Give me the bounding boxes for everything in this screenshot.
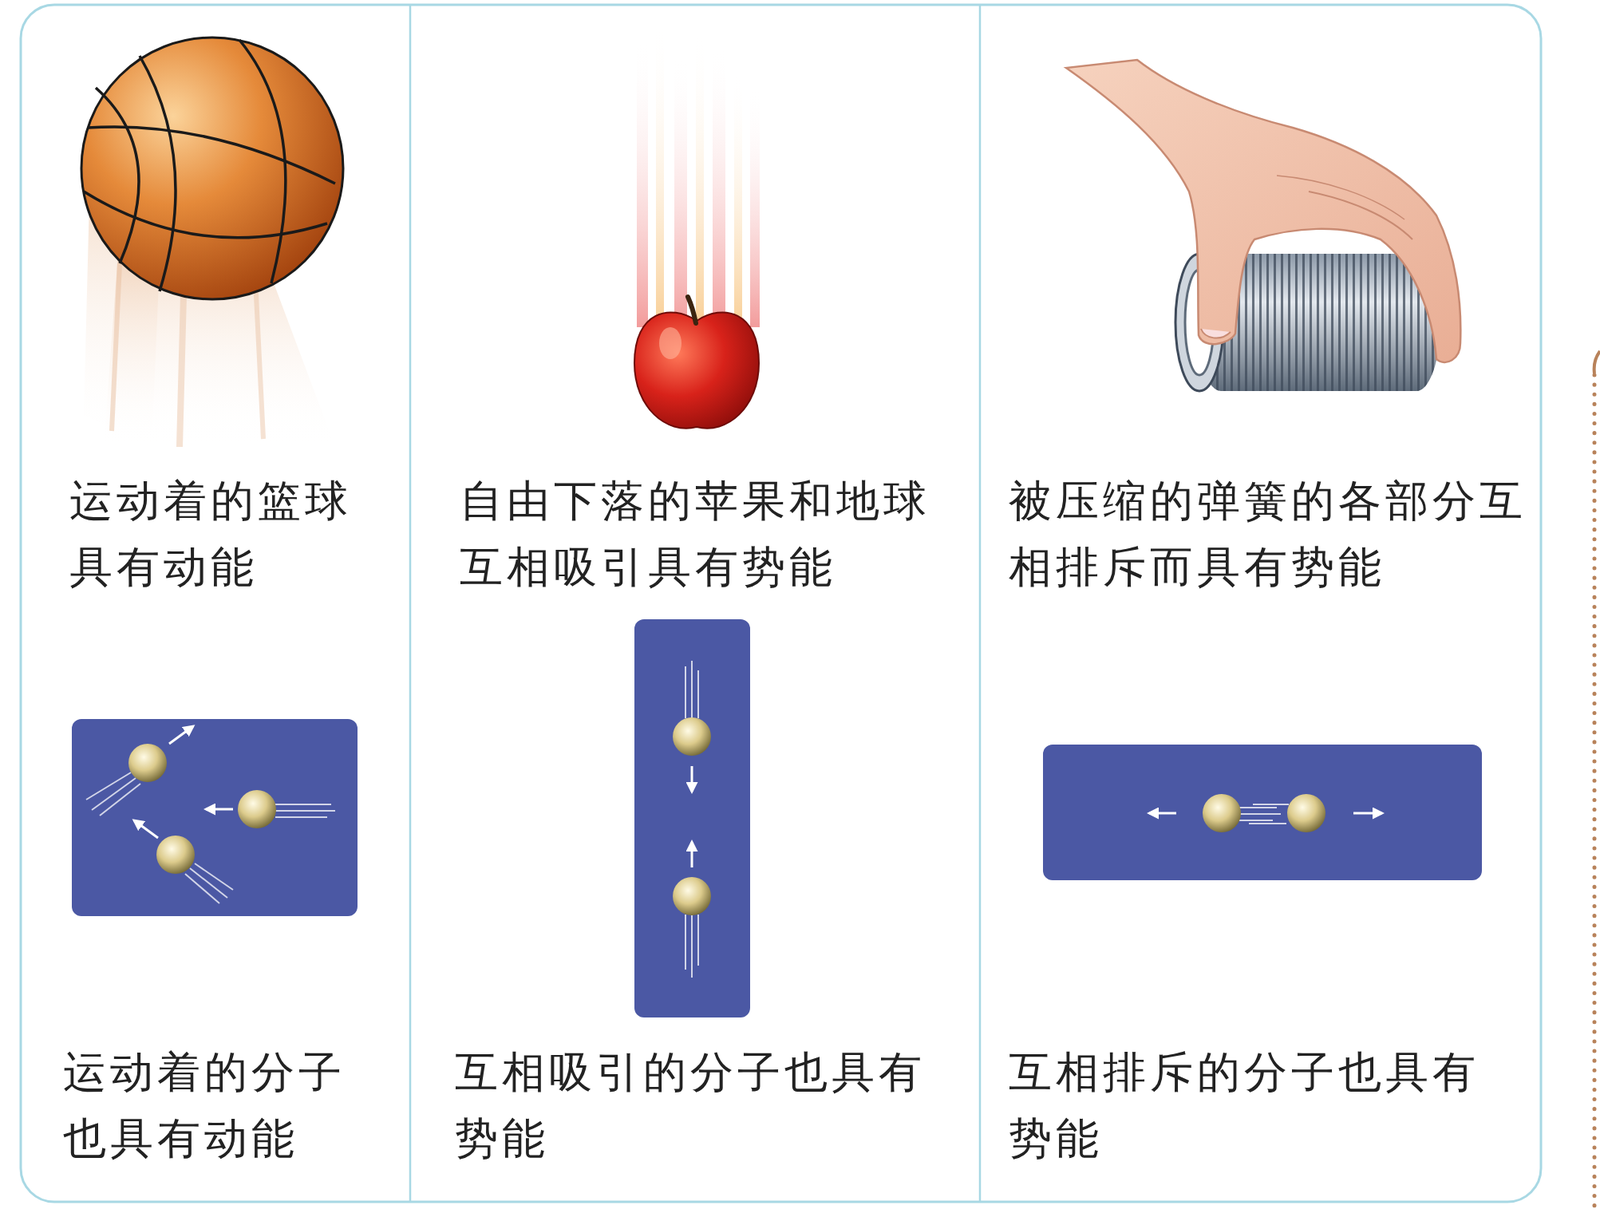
moving-molecules xyxy=(71,719,358,917)
caption-text: 被压缩的弹簧的各部分互相排斥而具有势能 xyxy=(1008,467,1537,601)
apple xyxy=(634,23,760,429)
repelling-molecules xyxy=(1042,744,1482,881)
caption-text: 运动着的篮球具有动能 xyxy=(69,467,373,601)
caption-text: 互相吸引的分子也具有势能 xyxy=(454,1039,944,1172)
caption-text: 运动着的分子也具有动能 xyxy=(63,1039,367,1172)
caption-text: 自由下落的苹果和地球互相吸引具有势能 xyxy=(459,467,949,601)
attracting-molecules xyxy=(634,619,751,1018)
spring-and-hand xyxy=(1066,59,1461,392)
caption-text: 互相排斥的分子也具有势能 xyxy=(1008,1039,1498,1172)
basketball xyxy=(81,37,344,447)
